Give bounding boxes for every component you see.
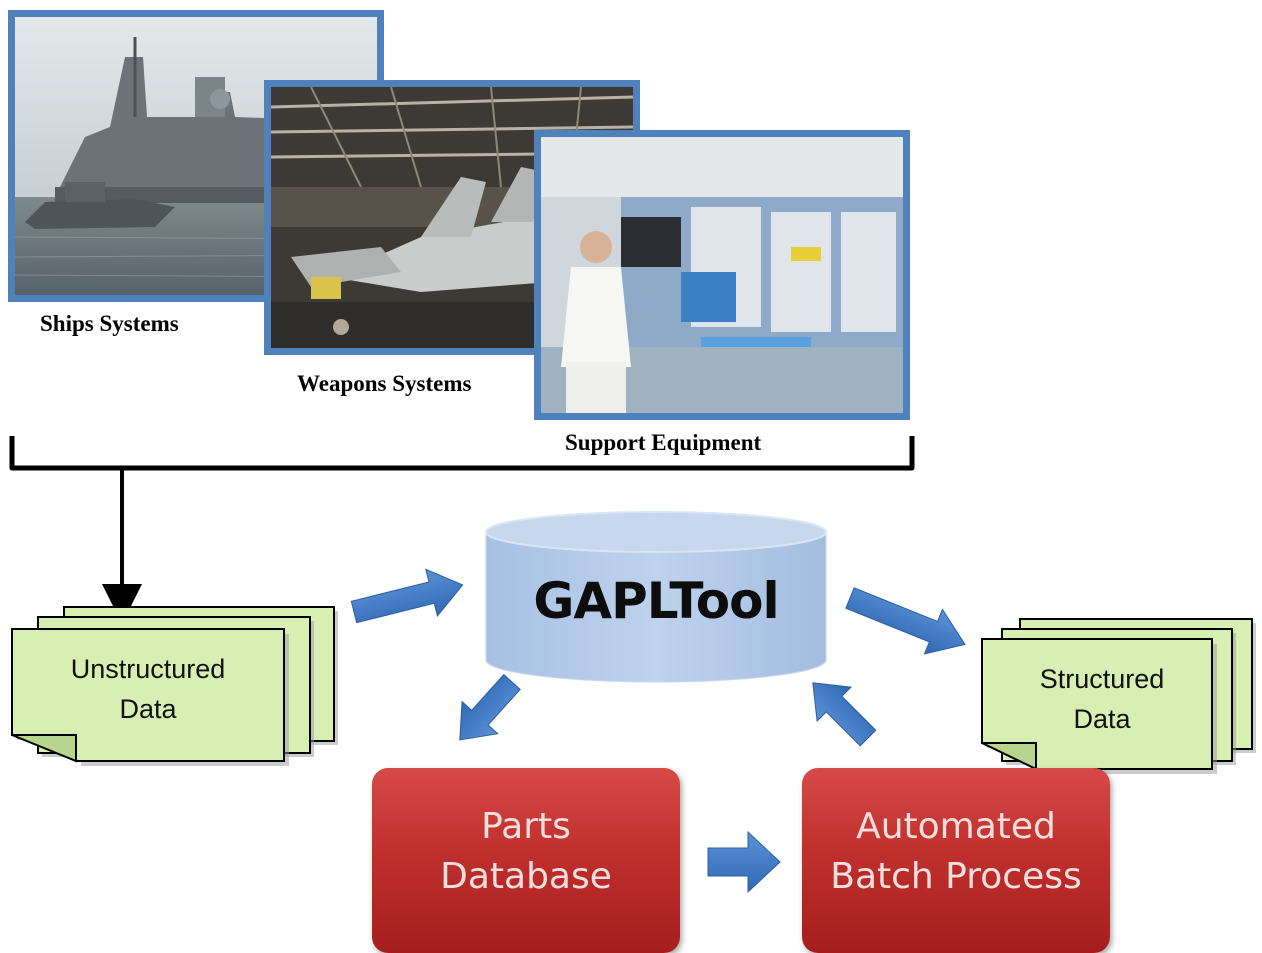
ships-systems-caption: Ships Systems [40, 311, 179, 336]
weapons-systems-caption: Weapons Systems [297, 371, 472, 396]
automated-batch-process-box: Automated Batch Process [802, 768, 1110, 953]
support-equipment-caption: Support Equipment [565, 430, 762, 455]
unstructured-data-stack: Unstructured Data [8, 603, 338, 773]
batch-line2: Batch Process [830, 855, 1082, 897]
document-stack-icon [11, 606, 338, 766]
database-cylinder-icon [485, 511, 827, 683]
batch-line1: Automated [856, 805, 1056, 847]
parts-line2: Database [440, 855, 612, 897]
document-stack-icon [981, 618, 1256, 774]
arrow-parts-to-batch [707, 830, 781, 894]
gapltool-label: GAPLTool [533, 572, 779, 630]
unstructured-line1: Unstructured [70, 654, 226, 684]
structured-line2: Data [1073, 704, 1131, 734]
parts-line1: Parts [481, 805, 571, 847]
structured-data-label: Structured Data [982, 659, 1222, 739]
unstructured-line2: Data [119, 694, 177, 724]
arrow-unstructured-to-tool [350, 568, 464, 624]
support-equipment-photo [534, 130, 910, 420]
arrow-batch-to-tool [812, 682, 877, 747]
parts-database-box: Parts Database [372, 768, 680, 953]
gapltool-database: GAPLTool [484, 510, 828, 686]
structured-line1: Structured [1039, 664, 1165, 694]
lab-image [541, 137, 903, 413]
structured-data-stack: Structured Data [978, 615, 1262, 780]
arrow-tool-to-parts [459, 673, 521, 741]
bracket-line [9, 436, 915, 471]
arrow-tool-to-structured [845, 587, 966, 655]
unstructured-data-label: Unstructured Data [28, 649, 268, 729]
